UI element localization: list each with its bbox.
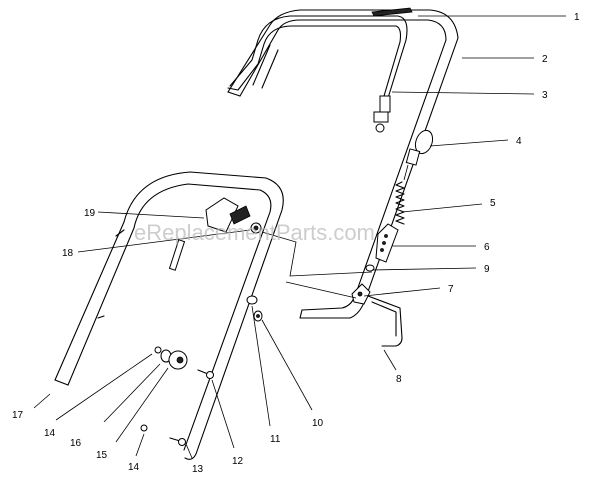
callout-10: 10 — [312, 418, 324, 429]
bolt-13 — [140, 424, 186, 446]
hardware-10-11 — [246, 295, 263, 322]
callout-1: 1 — [574, 12, 580, 23]
upper-handle — [227, 9, 459, 319]
cable-rod — [367, 295, 403, 347]
callout-19: 19 — [84, 208, 96, 219]
knob-assembly — [154, 346, 188, 370]
link-bracket — [351, 283, 371, 305]
control-bail — [227, 15, 408, 99]
grip-label — [371, 7, 413, 17]
lever-clip — [168, 239, 186, 271]
callout-11: 11 — [270, 434, 281, 445]
bolt-12 — [197, 369, 214, 379]
leader-lines — [33, 15, 566, 459]
cable-adjuster — [375, 223, 399, 263]
callout-16: 16 — [70, 438, 82, 449]
callout-7: 7 — [448, 284, 454, 295]
cable-bracket — [373, 95, 391, 133]
callout-18: 18 — [62, 248, 74, 259]
cable-boot — [405, 129, 434, 166]
callout-8: 8 — [396, 374, 402, 385]
callout-4: 4 — [516, 136, 522, 147]
bolt-18 — [250, 222, 262, 234]
callout-3: 3 — [542, 90, 548, 101]
spring — [393, 164, 409, 237]
callout-17: 17 — [12, 410, 24, 421]
cable-routing — [261, 231, 373, 299]
callout-9: 9 — [484, 264, 490, 275]
callout-numbers: 1 2 3 4 5 6 9 7 8 19 18 10 11 12 13 14 1… — [12, 12, 580, 475]
lower-handle — [54, 171, 284, 460]
callout-13: 13 — [192, 464, 204, 475]
clip — [365, 264, 375, 272]
callout-5: 5 — [490, 198, 496, 209]
callout-6: 6 — [484, 242, 490, 253]
callout-15: 15 — [96, 450, 108, 461]
pivot-plate — [205, 197, 251, 233]
watermark-text: eReplacementParts.com — [134, 220, 375, 245]
callout-14-upper: 14 — [44, 428, 56, 439]
callout-12: 12 — [232, 456, 244, 467]
callout-2: 2 — [542, 54, 548, 65]
callout-14-lower: 14 — [128, 462, 140, 473]
